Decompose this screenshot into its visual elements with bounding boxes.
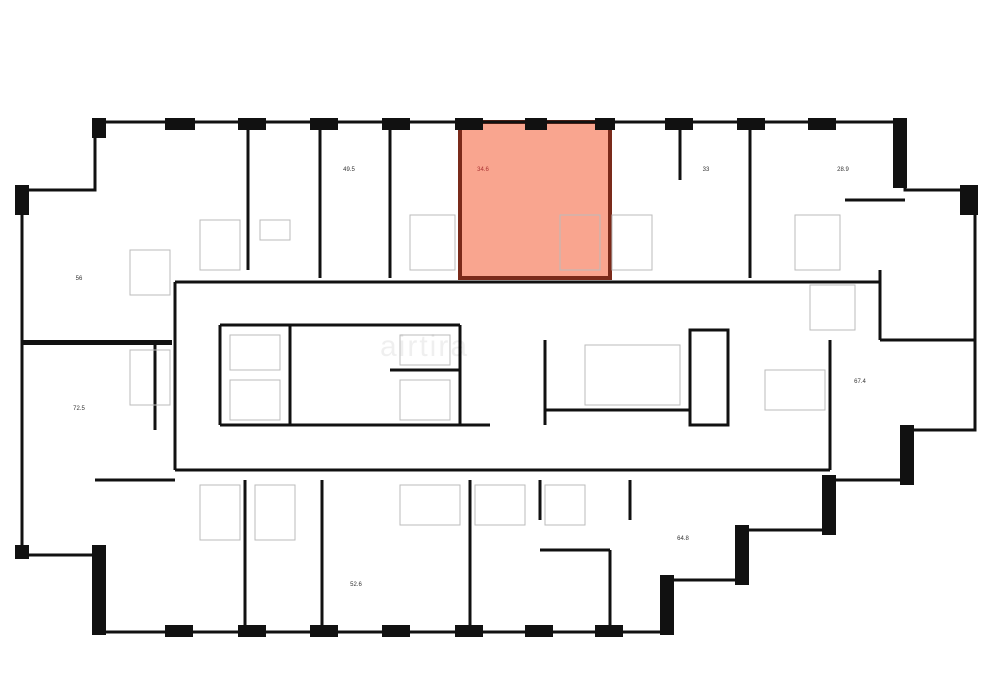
interior-walls [95,122,975,632]
bathroom-fixtures [129,214,856,541]
highlighted-apartment[interactable] [458,120,612,280]
apartment-area-label: 49.5 [343,167,355,173]
apartment-area-label: 72.5 [73,406,85,412]
apartment-area-label: 34.6 [477,167,489,173]
apartment-area-label: 67.4 [854,379,866,385]
watermark: airtira [380,330,470,363]
apartment-area-label: 64.8 [677,536,689,542]
apartment-area-label: 33 [702,167,710,173]
apartment-area-label: 52.6 [350,582,362,588]
apartment-area-label: 56 [75,276,83,282]
apartment-area-label: 28.9 [837,167,849,173]
